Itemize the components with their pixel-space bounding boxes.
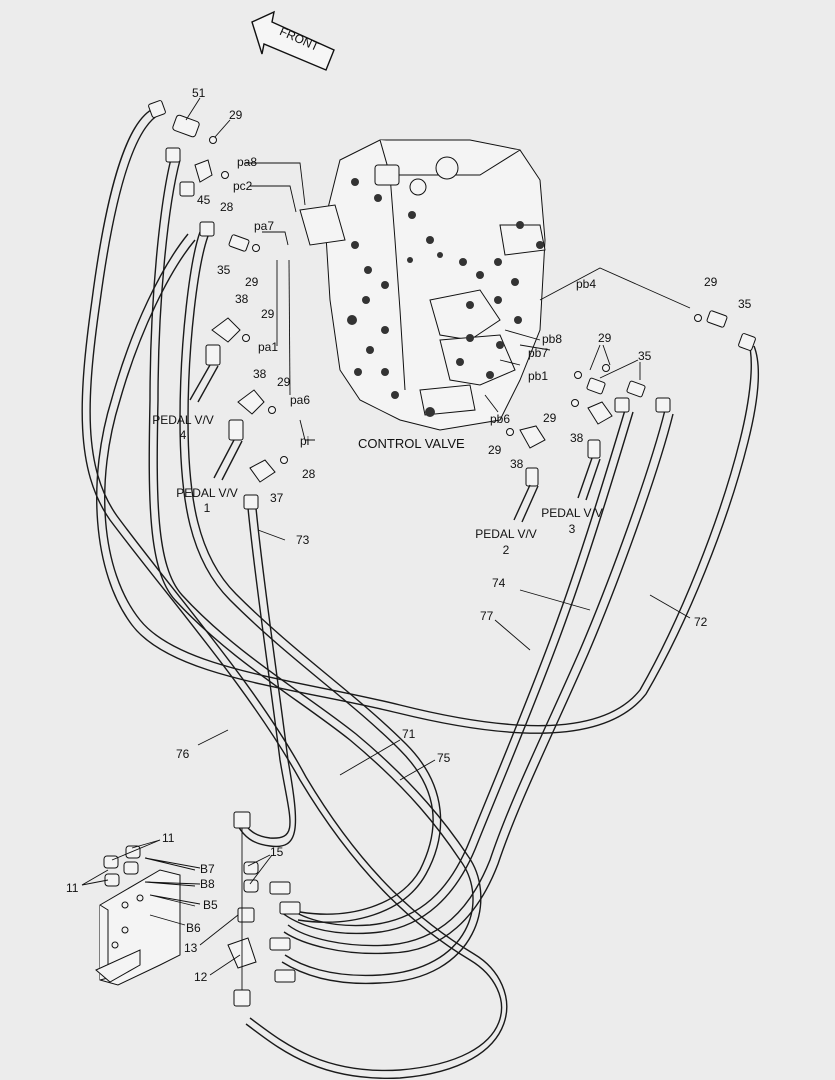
pedal-valve-labels: PEDAL V/V 4 PEDAL V/V 1 PEDAL V/V 2 PEDA… (152, 413, 603, 557)
part-number: 72 (694, 615, 708, 629)
hose-bundle (81, 107, 759, 1079)
port-label: pi (300, 434, 309, 448)
port-label: pa1 (258, 340, 278, 354)
port-label: B5 (203, 898, 218, 912)
port-label: pa8 (237, 155, 257, 169)
part-number: 29 (543, 411, 557, 425)
part-number: 12 (194, 970, 208, 984)
pedal-valve-4-num: 4 (180, 428, 187, 442)
control-valve: CONTROL VALVE (299, 139, 546, 451)
part-number: 38 (510, 457, 524, 471)
part-number: 71 (402, 727, 416, 741)
pedal-valve-stubs (189, 364, 601, 523)
part-number: 29 (245, 275, 259, 289)
part-number: 11 (162, 831, 175, 845)
part-number: 77 (480, 609, 494, 623)
pedal-valve-3-num: 3 (569, 522, 576, 536)
bracket-assembly (95, 811, 301, 1007)
part-number: 73 (296, 533, 310, 547)
pedal-valve-1-num: 1 (204, 501, 211, 515)
port-label: pa7 (254, 219, 274, 233)
fittings-top-left (148, 100, 288, 510)
port-label: pb7 (528, 346, 548, 360)
leader-lines (81, 97, 691, 976)
part-number: 75 (437, 751, 451, 765)
pedal-valve-1-label: PEDAL V/V (176, 486, 238, 500)
part-number: 29 (488, 443, 502, 457)
port-label: B8 (200, 877, 215, 891)
port-label: pb8 (542, 332, 562, 346)
part-number: 29 (704, 275, 718, 289)
port-label: pa6 (290, 393, 310, 407)
part-number: 11 (66, 881, 79, 895)
part-numbers: 51 29 45 28 29 35 38 29 38 29 37 28 73 2… (66, 86, 752, 984)
part-number: 29 (598, 331, 612, 345)
pedal-valve-3-label: PEDAL V/V (541, 506, 603, 520)
part-number: 51 (192, 86, 206, 100)
part-number: 38 (570, 431, 584, 445)
part-number: 13 (184, 941, 198, 955)
part-number: 15 (270, 845, 284, 859)
pedal-valve-2-num: 2 (503, 543, 510, 557)
part-number: 76 (176, 747, 190, 761)
part-number: 29 (261, 307, 275, 321)
control-valve-label: CONTROL VALVE (358, 436, 465, 451)
part-number: 35 (217, 263, 231, 277)
part-number: 38 (235, 292, 249, 306)
pedal-valve-2-label: PEDAL V/V (475, 527, 537, 541)
part-number: 35 (638, 349, 652, 363)
part-number: 38 (253, 367, 267, 381)
front-arrow: FRONT (251, 10, 335, 71)
fittings-right (506, 310, 756, 487)
port-label: pb1 (528, 369, 548, 383)
port-label: pc2 (233, 179, 253, 193)
part-number: 74 (492, 576, 506, 590)
part-number: 29 (277, 375, 291, 389)
part-number: 45 (197, 193, 211, 207)
part-number: 37 (270, 491, 284, 505)
port-label: pb4 (576, 277, 596, 291)
part-number: 29 (229, 108, 243, 122)
part-number: 28 (220, 200, 234, 214)
part-number: 35 (738, 297, 752, 311)
pedal-valve-4-label: PEDAL V/V (152, 413, 214, 427)
port-label: B7 (200, 862, 215, 876)
port-labels: pa8 pc2 pa7 pa1 pa6 pi pb4 pb8 pb7 pb1 p… (186, 155, 596, 935)
port-label: pb6 (490, 412, 510, 426)
port-label: B6 (186, 921, 201, 935)
part-number: 28 (302, 467, 316, 481)
